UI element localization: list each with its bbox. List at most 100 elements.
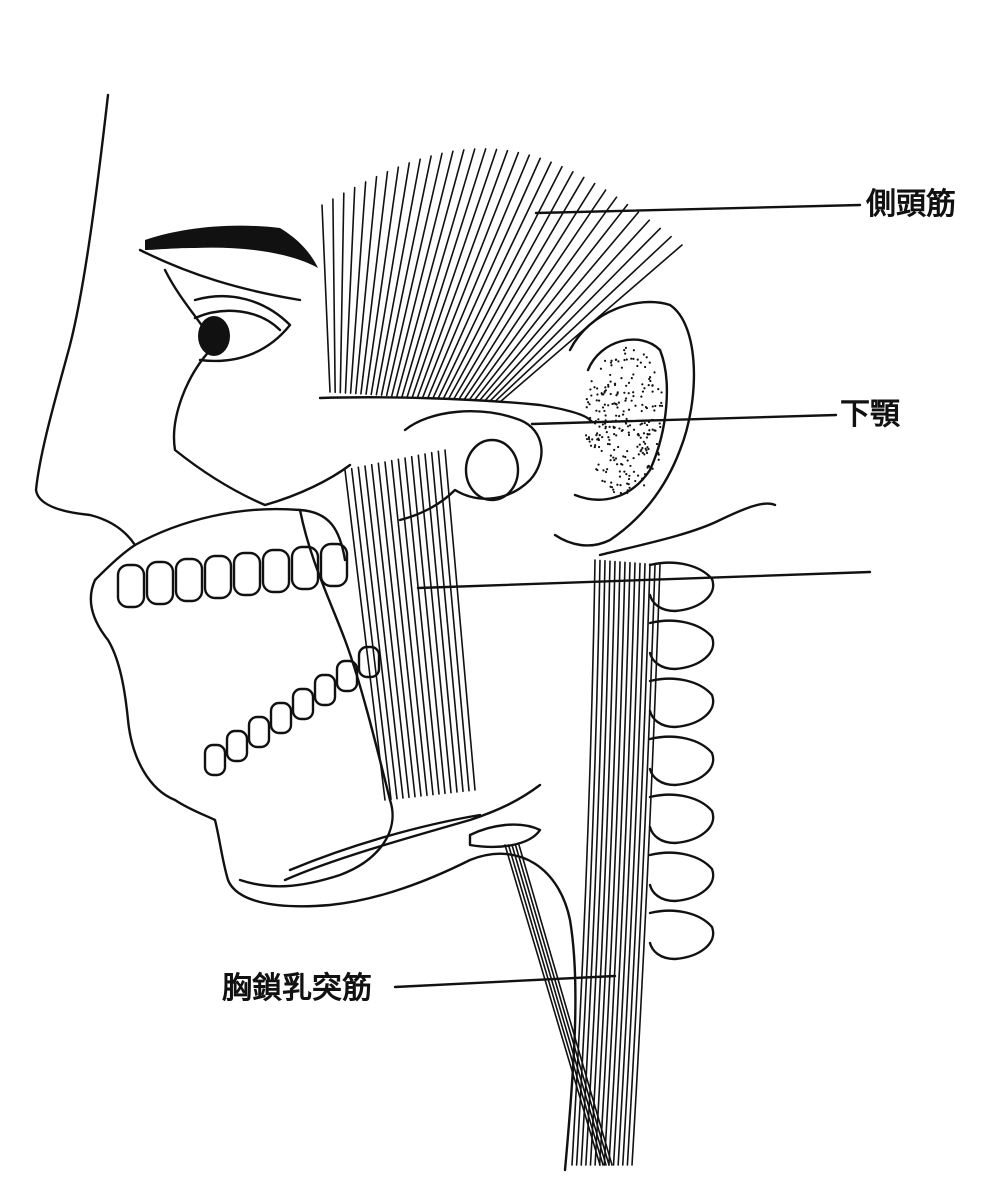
ear-dot (646, 423, 649, 427)
temporalis-fiber (321, 204, 331, 393)
ear-dot (617, 445, 620, 449)
temporalis-fiber (375, 158, 421, 396)
ear-dot (621, 413, 625, 416)
ear-dot (616, 483, 619, 486)
ear-dot (610, 359, 613, 362)
temporalis-fiber (360, 170, 389, 395)
ear-dot (651, 428, 654, 431)
tooth (116, 563, 146, 609)
ear-dot (655, 442, 659, 446)
strap-fiber (511, 844, 607, 1166)
vertebra (648, 793, 715, 845)
ear-dot (603, 391, 606, 394)
ear-dot (601, 406, 605, 409)
ear-dot (632, 428, 636, 431)
ear-dot (587, 401, 590, 404)
temporalis-fiber (391, 150, 454, 397)
ear-dot (596, 387, 599, 390)
ear-dot (601, 435, 604, 439)
ear-dot (648, 361, 651, 364)
temporalis-fiber (452, 176, 585, 401)
ear-dot (657, 388, 660, 391)
ear-dot (625, 384, 628, 387)
ear-dot (647, 384, 650, 387)
eyelid (193, 309, 282, 332)
ear-dot (643, 387, 646, 390)
scm-fiber (598, 561, 626, 1166)
ear-dot (607, 404, 610, 407)
ear-dot (615, 394, 618, 397)
ear-dot (615, 463, 619, 466)
ear-dot (626, 450, 629, 453)
ear-dot (646, 432, 649, 436)
strap-fiber (507, 844, 604, 1166)
ear-dot (630, 376, 633, 380)
ear-dot (642, 353, 645, 356)
ear-dot (587, 437, 591, 441)
tooth (290, 545, 320, 591)
strap-fiber (518, 844, 613, 1166)
hyoid (468, 823, 542, 849)
masseter-fiber (377, 462, 416, 798)
ear-dot (589, 416, 592, 420)
ear-dot (616, 406, 619, 409)
ear-dot (623, 349, 626, 352)
masseter-fiber (390, 459, 428, 797)
ear-dot (609, 459, 612, 462)
scm-fiber (631, 564, 661, 1166)
ear-dot (640, 422, 644, 425)
ear-dot (613, 448, 616, 451)
ear-dot (597, 438, 601, 442)
lower-teeth (203, 645, 381, 777)
ear-dot (636, 474, 640, 477)
ear-dot (617, 401, 621, 404)
ear-dot (642, 432, 646, 435)
ear-dot (660, 391, 663, 394)
ear-dot (627, 381, 631, 384)
temporalis-fiber (406, 148, 487, 398)
temporalis-fiber (483, 219, 651, 402)
temporalis-fiber (463, 189, 607, 401)
label-temporalis: 側頭筋 (866, 187, 956, 222)
ear-dot (651, 384, 654, 387)
masseter-fiber (424, 453, 458, 793)
ear-dot (606, 442, 610, 446)
ear-dot (632, 456, 635, 460)
ear-dot (598, 434, 601, 437)
eyebrow (145, 225, 318, 268)
ear-dot (607, 385, 610, 388)
ear-dot (604, 470, 608, 474)
label-sternocleidomastoid: 胸鎖乳突筋 (222, 971, 372, 1006)
ear-dot (607, 383, 610, 386)
ear-dot (601, 423, 604, 426)
tooth (225, 729, 249, 763)
ear-dot (615, 434, 618, 437)
ear-dot (625, 397, 628, 400)
ear-dot (627, 477, 631, 481)
ear-dot (608, 425, 611, 428)
ear-dot (658, 404, 662, 407)
temporalis-fiber (437, 161, 552, 400)
ear-dot (637, 453, 640, 456)
ear-dot (634, 404, 637, 407)
ear-dot (617, 360, 620, 363)
ear-dot (616, 391, 619, 394)
ear-dot (632, 357, 635, 361)
ear-dot (626, 425, 630, 428)
ear-dot (612, 488, 615, 491)
ear-dot (641, 383, 644, 386)
ear-dot (642, 440, 645, 443)
ear-dot (609, 373, 612, 377)
ear-dot (627, 392, 630, 395)
ear-dot (593, 386, 596, 389)
ear-dot (638, 443, 641, 446)
ear-dot (623, 358, 626, 362)
masseter-fiber (437, 450, 470, 792)
ear-dot (644, 405, 648, 409)
ear-dot (620, 462, 623, 466)
ear-dot (632, 349, 635, 352)
ear-dot (585, 437, 589, 441)
ear-dot (593, 446, 596, 449)
mandible-outline (238, 508, 394, 888)
ear-dot (623, 470, 626, 473)
